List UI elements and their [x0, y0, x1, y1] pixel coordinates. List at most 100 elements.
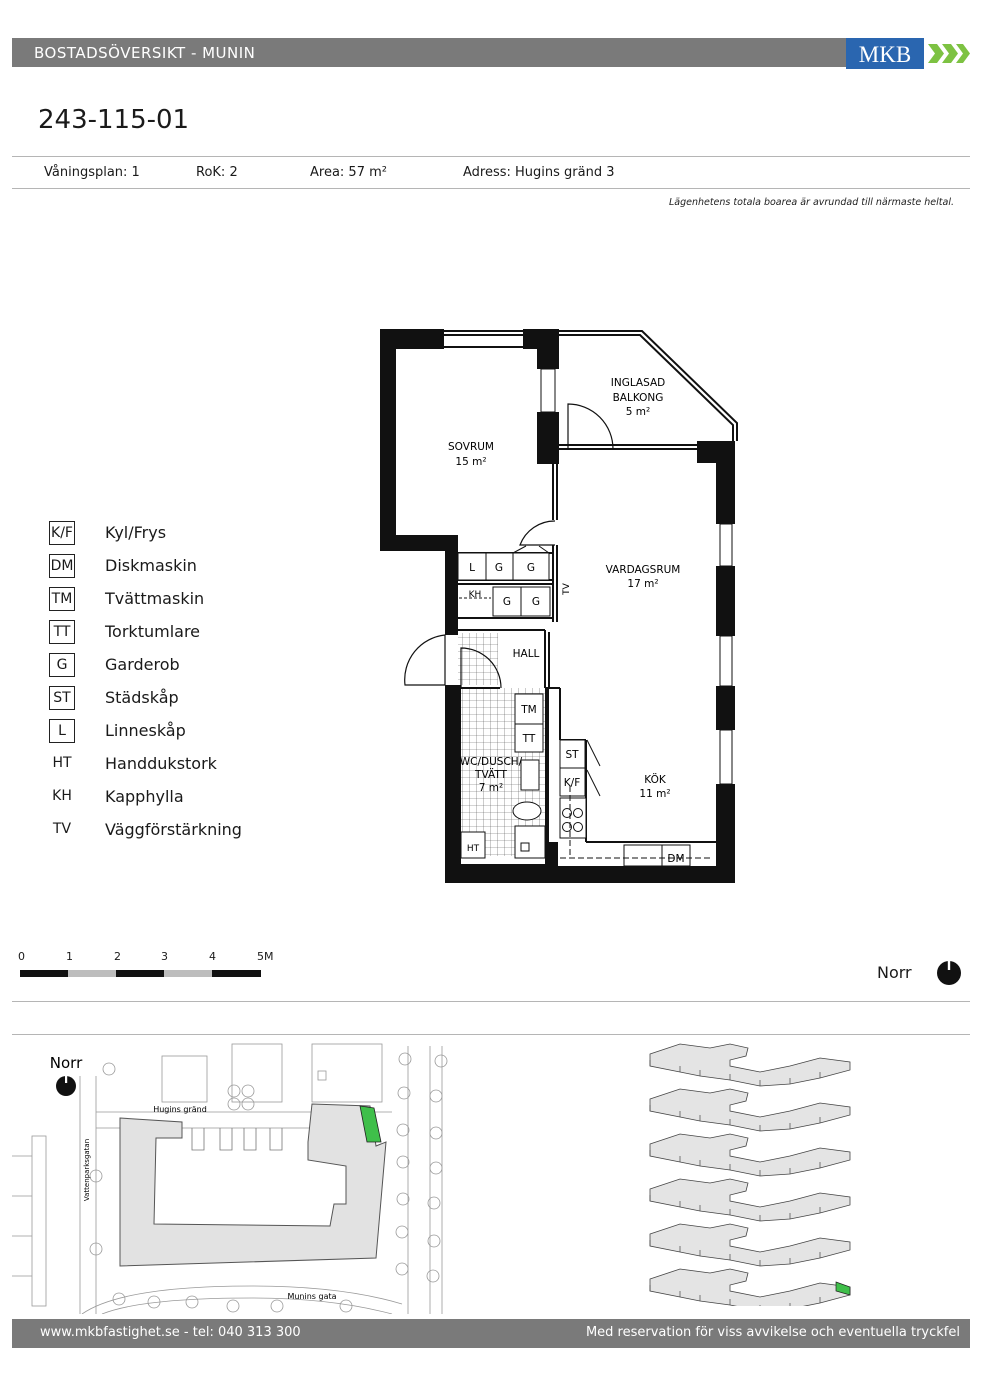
legend-label: Diskmaskin	[105, 556, 197, 575]
area-info: Area: 57 m²	[310, 165, 387, 180]
legend-item: G Garderob	[49, 653, 289, 686]
room-wc-area: 7 m²	[479, 782, 503, 794]
area-note: Lägenhetens totala boarea är avrundad ti…	[668, 197, 954, 208]
compass-label: Norr	[877, 963, 912, 982]
legend-item: ST Städskåp	[49, 686, 289, 719]
fixture-g: G	[503, 596, 511, 608]
legend-item: HT Handdukstork	[49, 752, 289, 785]
mkb-logo: MKB	[846, 38, 970, 69]
scale-tick: 0	[18, 950, 25, 963]
floor-stack-diagram	[649, 1043, 851, 1306]
fixture-kh: KH	[469, 590, 482, 600]
footer-bar	[12, 1319, 970, 1348]
street-label: Hugins gränd	[153, 1105, 207, 1114]
legend-label: Garderob	[105, 655, 180, 674]
divider	[12, 1001, 970, 1002]
legend-item: TT Torktumlare	[49, 620, 289, 653]
fixture-kf: K/F	[564, 777, 580, 789]
legend-label: Väggförstärkning	[105, 820, 242, 839]
room-sovrum-name: SOVRUM	[448, 441, 494, 453]
floor-highlight	[835, 1281, 851, 1296]
legend-code: KH	[52, 788, 72, 804]
legend-label: Torktumlare	[105, 622, 201, 641]
fixture-ht: HT	[467, 844, 480, 854]
fixtures	[457, 552, 691, 867]
room-hall-name: HALL	[513, 648, 540, 660]
legend-item: TM Tvättmaskin	[49, 587, 289, 620]
legend-code: TT	[49, 620, 75, 644]
room-balkong-line1: INGLASAD	[611, 377, 666, 389]
floor-slab	[649, 1043, 851, 1087]
legend-code: L	[49, 719, 75, 743]
legend-label: Linneskåp	[105, 721, 186, 740]
scale-tick: 5M	[257, 950, 274, 963]
legend-code: G	[49, 653, 75, 677]
room-balkong-line2: BALKONG	[613, 392, 664, 404]
apartment-highlight	[359, 1105, 382, 1143]
room-wc-line1: WC/DUSCH/	[460, 756, 523, 768]
site-plan: Norr Hugins gränd Vattenparksgatan Munin…	[12, 1043, 448, 1314]
drain-icon	[520, 842, 530, 852]
room-vardagsrum-name: VARDAGSRUM	[606, 564, 681, 576]
room-wc-line2: TVÄTT	[474, 768, 508, 781]
address-info: Adress: Hugins gränd 3	[463, 165, 615, 180]
room-balkong-area: 5 m²	[626, 406, 650, 418]
footer-disclaimer: Med reservation för viss avvikelse och e…	[585, 1325, 960, 1340]
windows	[540, 368, 733, 785]
legend-code: DM	[49, 554, 75, 578]
fixture-st: ST	[565, 749, 579, 761]
fixture-tm: TM	[520, 704, 536, 716]
site-north-label: Norr	[50, 1054, 83, 1072]
legend-label: Handdukstork	[105, 754, 217, 773]
toilet-icon	[512, 801, 542, 821]
legend-code: HT	[52, 755, 72, 771]
legend-item: TV Väggförstärkning	[49, 818, 289, 851]
logo-text: MKB	[859, 42, 911, 67]
legend-label: Kyl/Frys	[105, 523, 167, 542]
stove-icon	[562, 808, 583, 832]
scale-bar	[20, 970, 261, 977]
street-label: Vattenparksgatan	[83, 1139, 91, 1201]
legend: K/F Kyl/Frys DM Diskmaskin TM Tvättmaski…	[49, 521, 289, 851]
fixture-tv: TV	[562, 582, 572, 595]
legend-item: DM Diskmaskin	[49, 554, 289, 587]
room-sovrum-area: 15 m²	[455, 456, 486, 468]
scale-tick: 1	[66, 950, 73, 963]
fixture-tt: TT	[522, 733, 536, 745]
fixture-g: G	[495, 562, 503, 574]
fixture-g: G	[532, 596, 540, 608]
scale-tick: 3	[161, 950, 168, 963]
legend-code: TM	[49, 587, 75, 611]
fixture-l: L	[469, 562, 475, 574]
legend-item: L Linneskåp	[49, 719, 289, 752]
legend-item: K/F Kyl/Frys	[49, 521, 289, 554]
legend-code: K/F	[49, 521, 75, 545]
floor-info: Våningsplan: 1	[44, 165, 140, 180]
inner-walls	[444, 330, 738, 843]
building-footprint	[119, 1103, 387, 1267]
floor-plan: SOVRUM 15 m² INGLASAD BALKONG 5 m² VARDA…	[380, 329, 738, 883]
room-kok-area: 11 m²	[639, 788, 670, 800]
legend-label: Städskåp	[105, 688, 179, 707]
apartment-id: 243-115-01	[38, 105, 190, 135]
fixture-dm: DM	[667, 853, 684, 865]
legend-item: KH Kapphylla	[49, 785, 289, 818]
north-arrow-icon	[56, 1076, 76, 1096]
legend-code: ST	[49, 686, 75, 710]
wardrobe-door-lines	[512, 545, 601, 797]
walls	[380, 329, 735, 883]
street-label: Munins gata	[287, 1292, 336, 1301]
legend-label: Kapphylla	[105, 787, 184, 806]
header-bar	[12, 38, 970, 67]
divider	[12, 188, 970, 189]
divider	[12, 1034, 970, 1035]
scale-tick: 4	[209, 950, 216, 963]
legend-code: TV	[52, 821, 72, 837]
room-kok-name: KÖK	[644, 773, 667, 786]
fixture-g: G	[527, 562, 535, 574]
page-title: BOSTADSÖVERSIKT - MUNIN	[34, 44, 256, 62]
divider	[12, 156, 970, 157]
room-vardagsrum-area: 17 m²	[627, 578, 658, 590]
north-arrow-icon	[937, 958, 961, 985]
hall-tiles	[458, 633, 498, 685]
